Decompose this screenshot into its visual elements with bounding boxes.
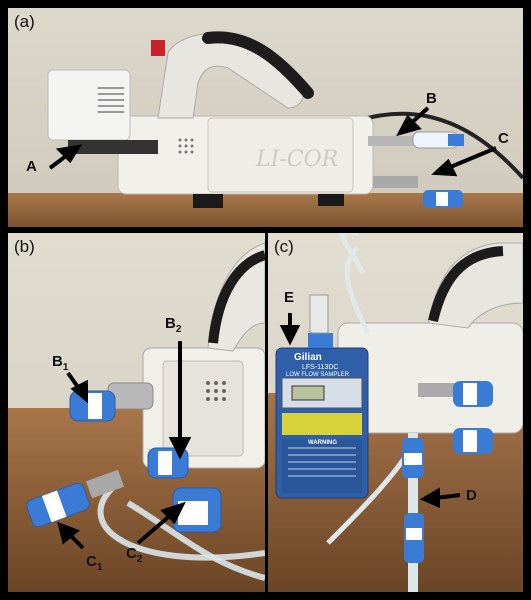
callout-b1-main: B [52, 353, 63, 370]
panel-b-label: (b) [14, 237, 35, 256]
callout-c2-sub: 2 [136, 554, 143, 565]
callout-b: B [426, 90, 437, 107]
panel-a-photo: LI-COR [8, 8, 523, 227]
callout-b2-sub: 2 [175, 324, 182, 335]
callout-c2: C2 [126, 545, 142, 565]
sampler-subtitle: LOW FLOW SAMPLER [286, 372, 350, 378]
callout-c1-sub: 1 [96, 562, 103, 573]
callout-a: A [26, 158, 37, 175]
callout-c2-main: C [126, 545, 137, 562]
panel-a: LI-COR [8, 8, 523, 227]
sampler-warning: WARNING [308, 440, 337, 446]
callout-b1: B1 [52, 353, 68, 373]
sampler-model: LFS-113DC [302, 364, 339, 371]
panel-b-photo [8, 233, 265, 592]
callout-d: D [466, 487, 477, 504]
panel-c-label: (c) [274, 237, 294, 256]
callout-e: E [284, 289, 295, 306]
panel-a-label: (a) [14, 12, 35, 31]
callout-c: C [498, 130, 509, 147]
panel-c-photo [268, 233, 523, 592]
callout-b2: B2 [165, 315, 181, 335]
analyzer-brand-text: LI-COR [255, 147, 338, 172]
callout-b1-sub: 1 [62, 362, 69, 373]
callout-c1-main: C [86, 553, 97, 570]
callout-c1: C1 [86, 553, 102, 573]
panel-b: (b) B1 B2 C1 C2 [8, 233, 265, 592]
callout-b2-main: B [165, 315, 176, 332]
sampler-brand: Gilian [294, 352, 322, 363]
panel-c: (c) E D Gilian LFS-113DC LOW FLOW SAMPLE… [268, 233, 523, 592]
